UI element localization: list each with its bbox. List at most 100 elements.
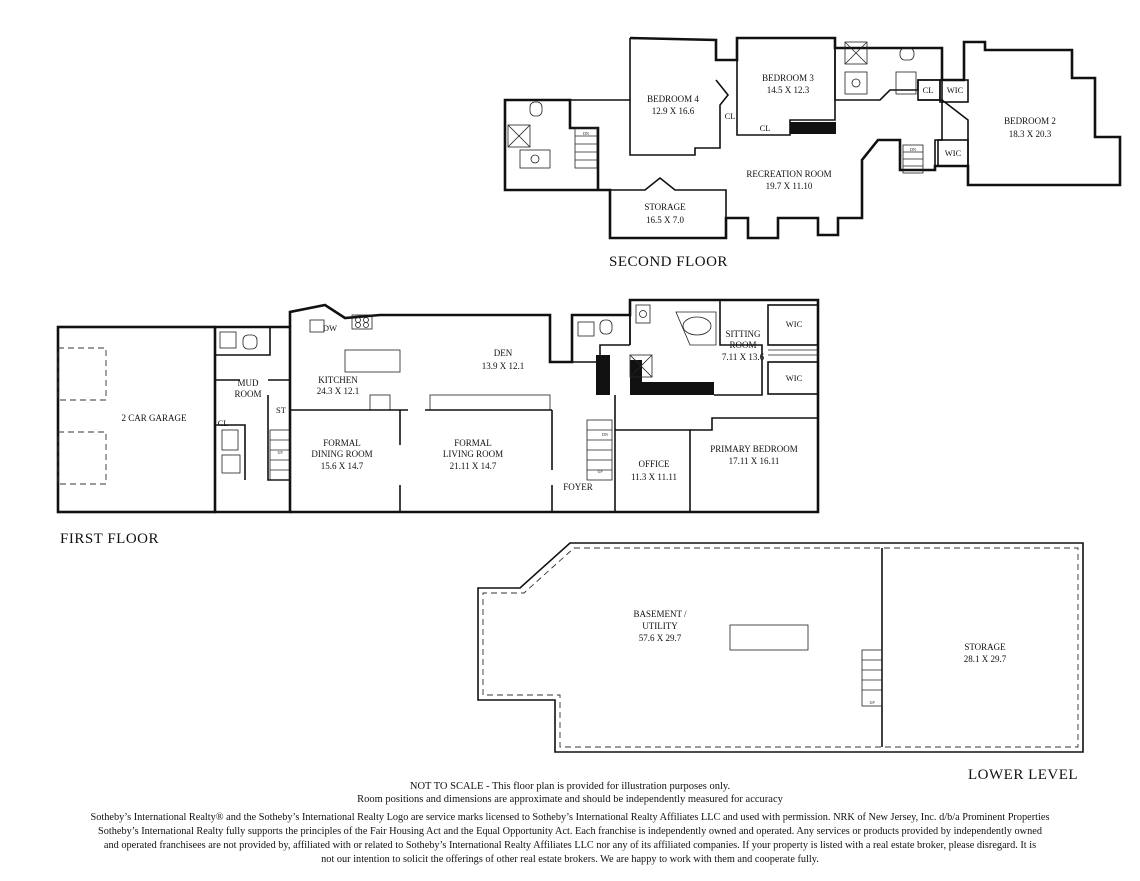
label-kitchen: KITCHEN xyxy=(318,375,358,385)
label-office: OFFICE xyxy=(638,459,670,469)
label-storage-lower: STORAGE xyxy=(964,642,1006,652)
dims-recreation-room: 19.7 X 11.10 xyxy=(766,181,813,191)
wic-box-upper-2 xyxy=(937,139,969,167)
label-cl-bedroom-3: CL xyxy=(760,123,771,133)
primary-shower xyxy=(629,354,653,378)
label-dining-1: FORMAL xyxy=(323,438,361,448)
label-primary-bedroom: PRIMARY BEDROOM xyxy=(710,444,797,454)
kitchen-counter-peninsula xyxy=(369,394,391,411)
label-basement-1: BASEMENT / xyxy=(633,609,687,619)
primary-tub xyxy=(675,311,717,346)
label-mud-room-1: MUD xyxy=(237,378,259,388)
label-dn-second-left: DN xyxy=(583,131,589,136)
disclaimer-line-2: Room positions and dimensions are approx… xyxy=(357,794,783,805)
label-garage: 2 CAR GARAGE xyxy=(121,413,187,423)
wic-box-sitting-2 xyxy=(767,361,819,395)
primary-bath-wall-black-2 xyxy=(630,360,642,395)
garage-car-space-1 xyxy=(57,347,107,401)
wic-box-sitting-1 xyxy=(767,304,819,346)
stairs-foyer xyxy=(586,419,613,481)
storage-second-walls xyxy=(610,176,727,238)
label-cl-upper-bath: CL xyxy=(923,85,934,95)
primary-bath-wall-black-3 xyxy=(642,382,714,395)
mudroom-walls xyxy=(215,325,292,514)
label-bedroom-4: BEDROOM 4 xyxy=(647,94,699,104)
label-dn-foyer: DN xyxy=(602,432,608,437)
label-den: DEN xyxy=(494,348,513,358)
label-wic-upper-2: WIC xyxy=(945,148,962,158)
toilet-den-bath xyxy=(599,319,613,335)
basement-center-feature xyxy=(729,624,809,651)
sink-kitchen xyxy=(309,319,325,333)
kitchen-island xyxy=(344,349,401,373)
label-up-first-left: UP xyxy=(277,450,283,455)
dims-kitchen: 24.3 X 12.1 xyxy=(317,386,360,396)
toilet-upper xyxy=(899,47,915,61)
shower-left-upper xyxy=(507,124,531,148)
dims-bedroom-2: 18.3 X 20.3 xyxy=(1009,129,1052,139)
dims-storage-lower: 28.1 X 29.7 xyxy=(964,654,1007,664)
wic-box-upper-1 xyxy=(939,79,969,103)
closet-shelf-bedroom-3 xyxy=(790,122,836,134)
label-up-lower: UP xyxy=(869,700,875,705)
label-wic-upper-1: WIC xyxy=(947,85,964,95)
stairs-first-left xyxy=(269,429,291,481)
legal-line-3: and operated franchisees are not provide… xyxy=(103,840,1037,851)
second-floor-outline xyxy=(503,36,1122,240)
label-mud-room-2: ROOM xyxy=(234,389,261,399)
label-living-1: FORMAL xyxy=(454,438,492,448)
dims-bedroom-3: 14.5 X 12.3 xyxy=(767,85,810,95)
label-bedroom-2: BEDROOM 2 xyxy=(1004,116,1056,126)
label-dining-2: DINING ROOM xyxy=(311,449,372,459)
bedroom-4-walls xyxy=(629,79,730,156)
label-st: ST xyxy=(276,405,287,415)
stairs-second-right xyxy=(902,144,924,174)
garage-car-space-2 xyxy=(57,431,107,485)
label-cl-primary: CL xyxy=(598,368,609,378)
second-floor-inner-wall xyxy=(505,38,631,101)
bedroom-2-walls xyxy=(941,80,969,185)
dims-bedroom-4: 12.9 X 16.6 xyxy=(652,106,695,116)
lower-level xyxy=(477,542,1084,753)
tub-upper xyxy=(895,71,917,95)
legal-line-2: Sotheby’s International Realty fully sup… xyxy=(98,826,1042,837)
disclaimer-line-1: NOT TO SCALE - This floor plan is provid… xyxy=(409,781,731,792)
cooktop xyxy=(351,314,373,330)
label-dn-second-right: DN xyxy=(910,147,916,152)
legal-line-4: not our intention to solicit the offerin… xyxy=(321,854,819,865)
vanity-left-upper xyxy=(519,149,551,169)
label-up-foyer: UP xyxy=(597,469,603,474)
label-dw: DW xyxy=(323,323,337,333)
dims-living: 21.11 X 14.7 xyxy=(450,461,497,471)
dims-den: 13.9 X 12.1 xyxy=(482,361,525,371)
label-wic-sitting-1: WIC xyxy=(786,319,803,329)
garage-walls xyxy=(56,325,217,514)
dims-primary-bedroom: 17.11 X 16.11 xyxy=(729,456,780,466)
dims-sitting-room: 7.11 X 13.6 xyxy=(722,352,765,362)
dims-storage-second: 16.5 X 7.0 xyxy=(646,215,684,225)
legal-line-1: Sotheby’s International Realty® and the … xyxy=(90,812,1050,823)
label-foyer: FOYER xyxy=(563,482,593,492)
label-sitting-room-1: SITTING xyxy=(726,329,761,339)
dims-basement: 57.6 X 29.7 xyxy=(639,633,682,643)
floor-title-first: FIRST FLOOR xyxy=(60,531,160,547)
label-living-2: LIVING ROOM xyxy=(443,449,503,459)
living-counter xyxy=(429,394,551,411)
floor-title-lower: LOWER LEVEL xyxy=(968,767,1079,783)
label-recreation-room: RECREATION ROOM xyxy=(746,169,831,179)
first-floor xyxy=(56,298,820,514)
mudroom-sink xyxy=(221,429,239,451)
lower-level-outline xyxy=(477,542,1084,753)
stairs-second-left xyxy=(574,127,598,169)
label-cl-mudroom: CL xyxy=(218,418,229,428)
floor-title-second: SECOND FLOOR xyxy=(609,254,728,270)
label-basement-2: UTILITY xyxy=(642,621,678,631)
label-sitting-room-2: ROOM xyxy=(729,340,756,350)
second-floor xyxy=(503,36,1122,240)
dims-dining: 15.6 X 14.7 xyxy=(321,461,364,471)
primary-bath-wall-black-1 xyxy=(596,355,610,395)
mudroom-washer xyxy=(221,454,241,474)
main-house-outline xyxy=(288,298,820,514)
stairs-lower xyxy=(861,649,883,707)
